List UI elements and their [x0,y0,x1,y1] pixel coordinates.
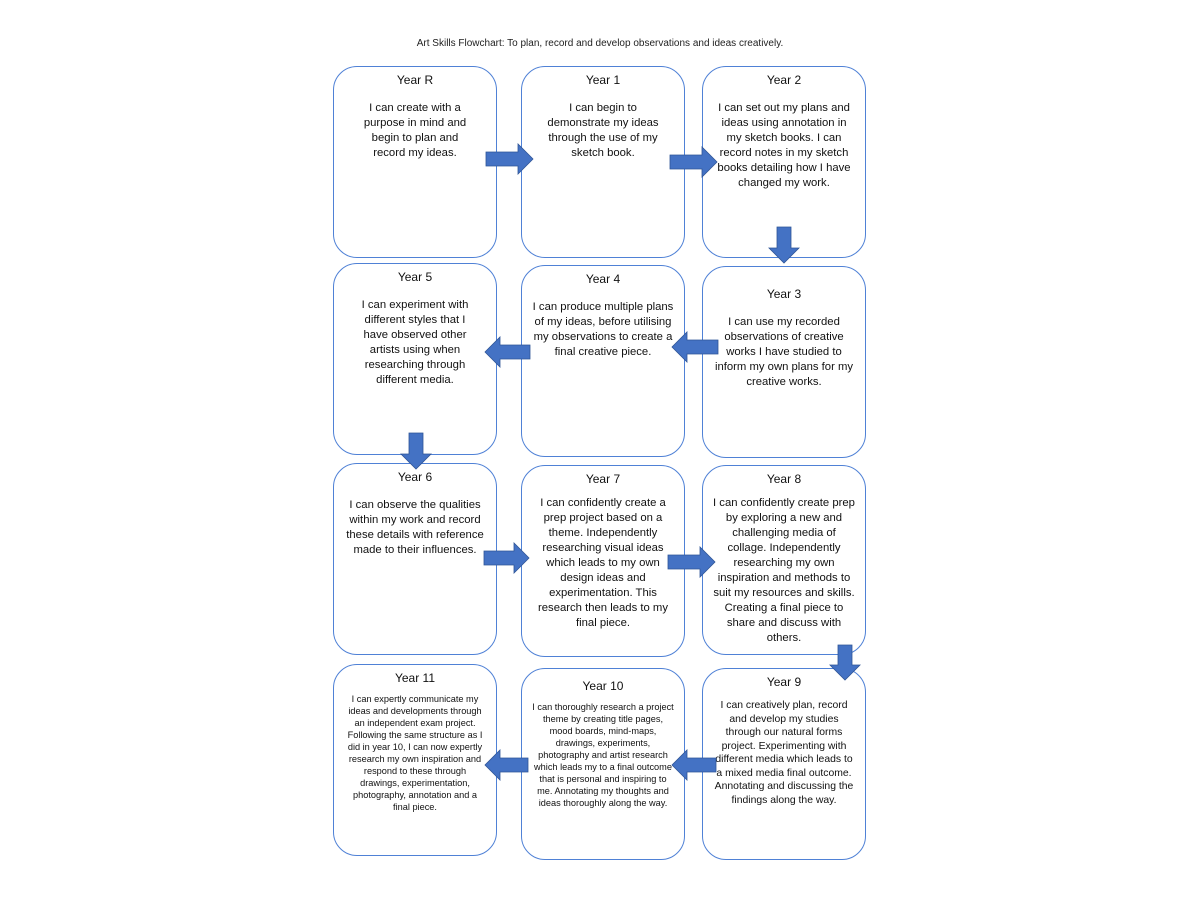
box-year-r: Year R I can create with a purpose in mi… [333,66,497,258]
box-text: I can creatively plan, record and develo… [714,700,854,806]
box-heading: Year 6 [397,470,433,484]
box-text: I can produce multiple plans of my ideas… [532,301,674,358]
box-text: I can confidently create prep by explori… [713,497,855,644]
box-heading: Year 3 [766,287,802,301]
box-year-11: Year 11 I can expertly communicate my id… [333,664,497,856]
box-year-2: Year 2 I can set out my plans and ideas … [702,66,866,258]
box-year-1: Year 1 I can begin to demonstrate my ide… [521,66,685,258]
box-text: I can expertly communicate my ideas and … [347,694,483,812]
box-text: I can create with a purpose in mind and … [363,102,467,159]
box-heading: Year 8 [766,472,802,486]
box-heading: Year 9 [766,675,802,689]
flowchart-title: Art Skills Flowchart: To plan, record an… [416,38,784,49]
box-year-5: Year 5 I can experiment with different s… [333,263,497,455]
box-heading: Year 10 [582,679,624,693]
box-heading: Year 11 [394,671,436,685]
box-text: I can thoroughly research a project them… [532,702,674,808]
box-text: I can confidently create a prep project … [538,497,668,629]
box-text: I can use my recorded observations of cr… [714,316,854,388]
box-text: I can experiment with different styles t… [361,299,469,386]
box-heading: Year 4 [585,272,621,286]
box-year-9: Year 9 I can creatively plan, record and… [702,668,866,860]
box-year-3: Year 3 I can use my recorded observation… [702,266,866,458]
box-text: I can begin to demonstrate my ideas thro… [547,102,659,159]
box-heading: Year 1 [585,73,621,87]
box-year-10: Year 10 I can thoroughly research a proj… [521,668,685,860]
box-year-4: Year 4 I can produce multiple plans of m… [521,265,685,457]
box-heading: Year 7 [585,472,621,486]
box-text: I can observe the qualities within my wo… [346,499,484,556]
box-year-6: Year 6 I can observe the qualities withi… [333,463,497,655]
box-heading: Year R [396,73,434,87]
box-year-8: Year 8 I can confidently create prep by … [702,465,866,655]
box-heading: Year 5 [397,270,433,284]
box-heading: Year 2 [766,73,802,87]
box-text: I can set out my plans and ideas using a… [717,102,851,189]
box-year-7: Year 7 I can confidently create a prep p… [521,465,685,657]
